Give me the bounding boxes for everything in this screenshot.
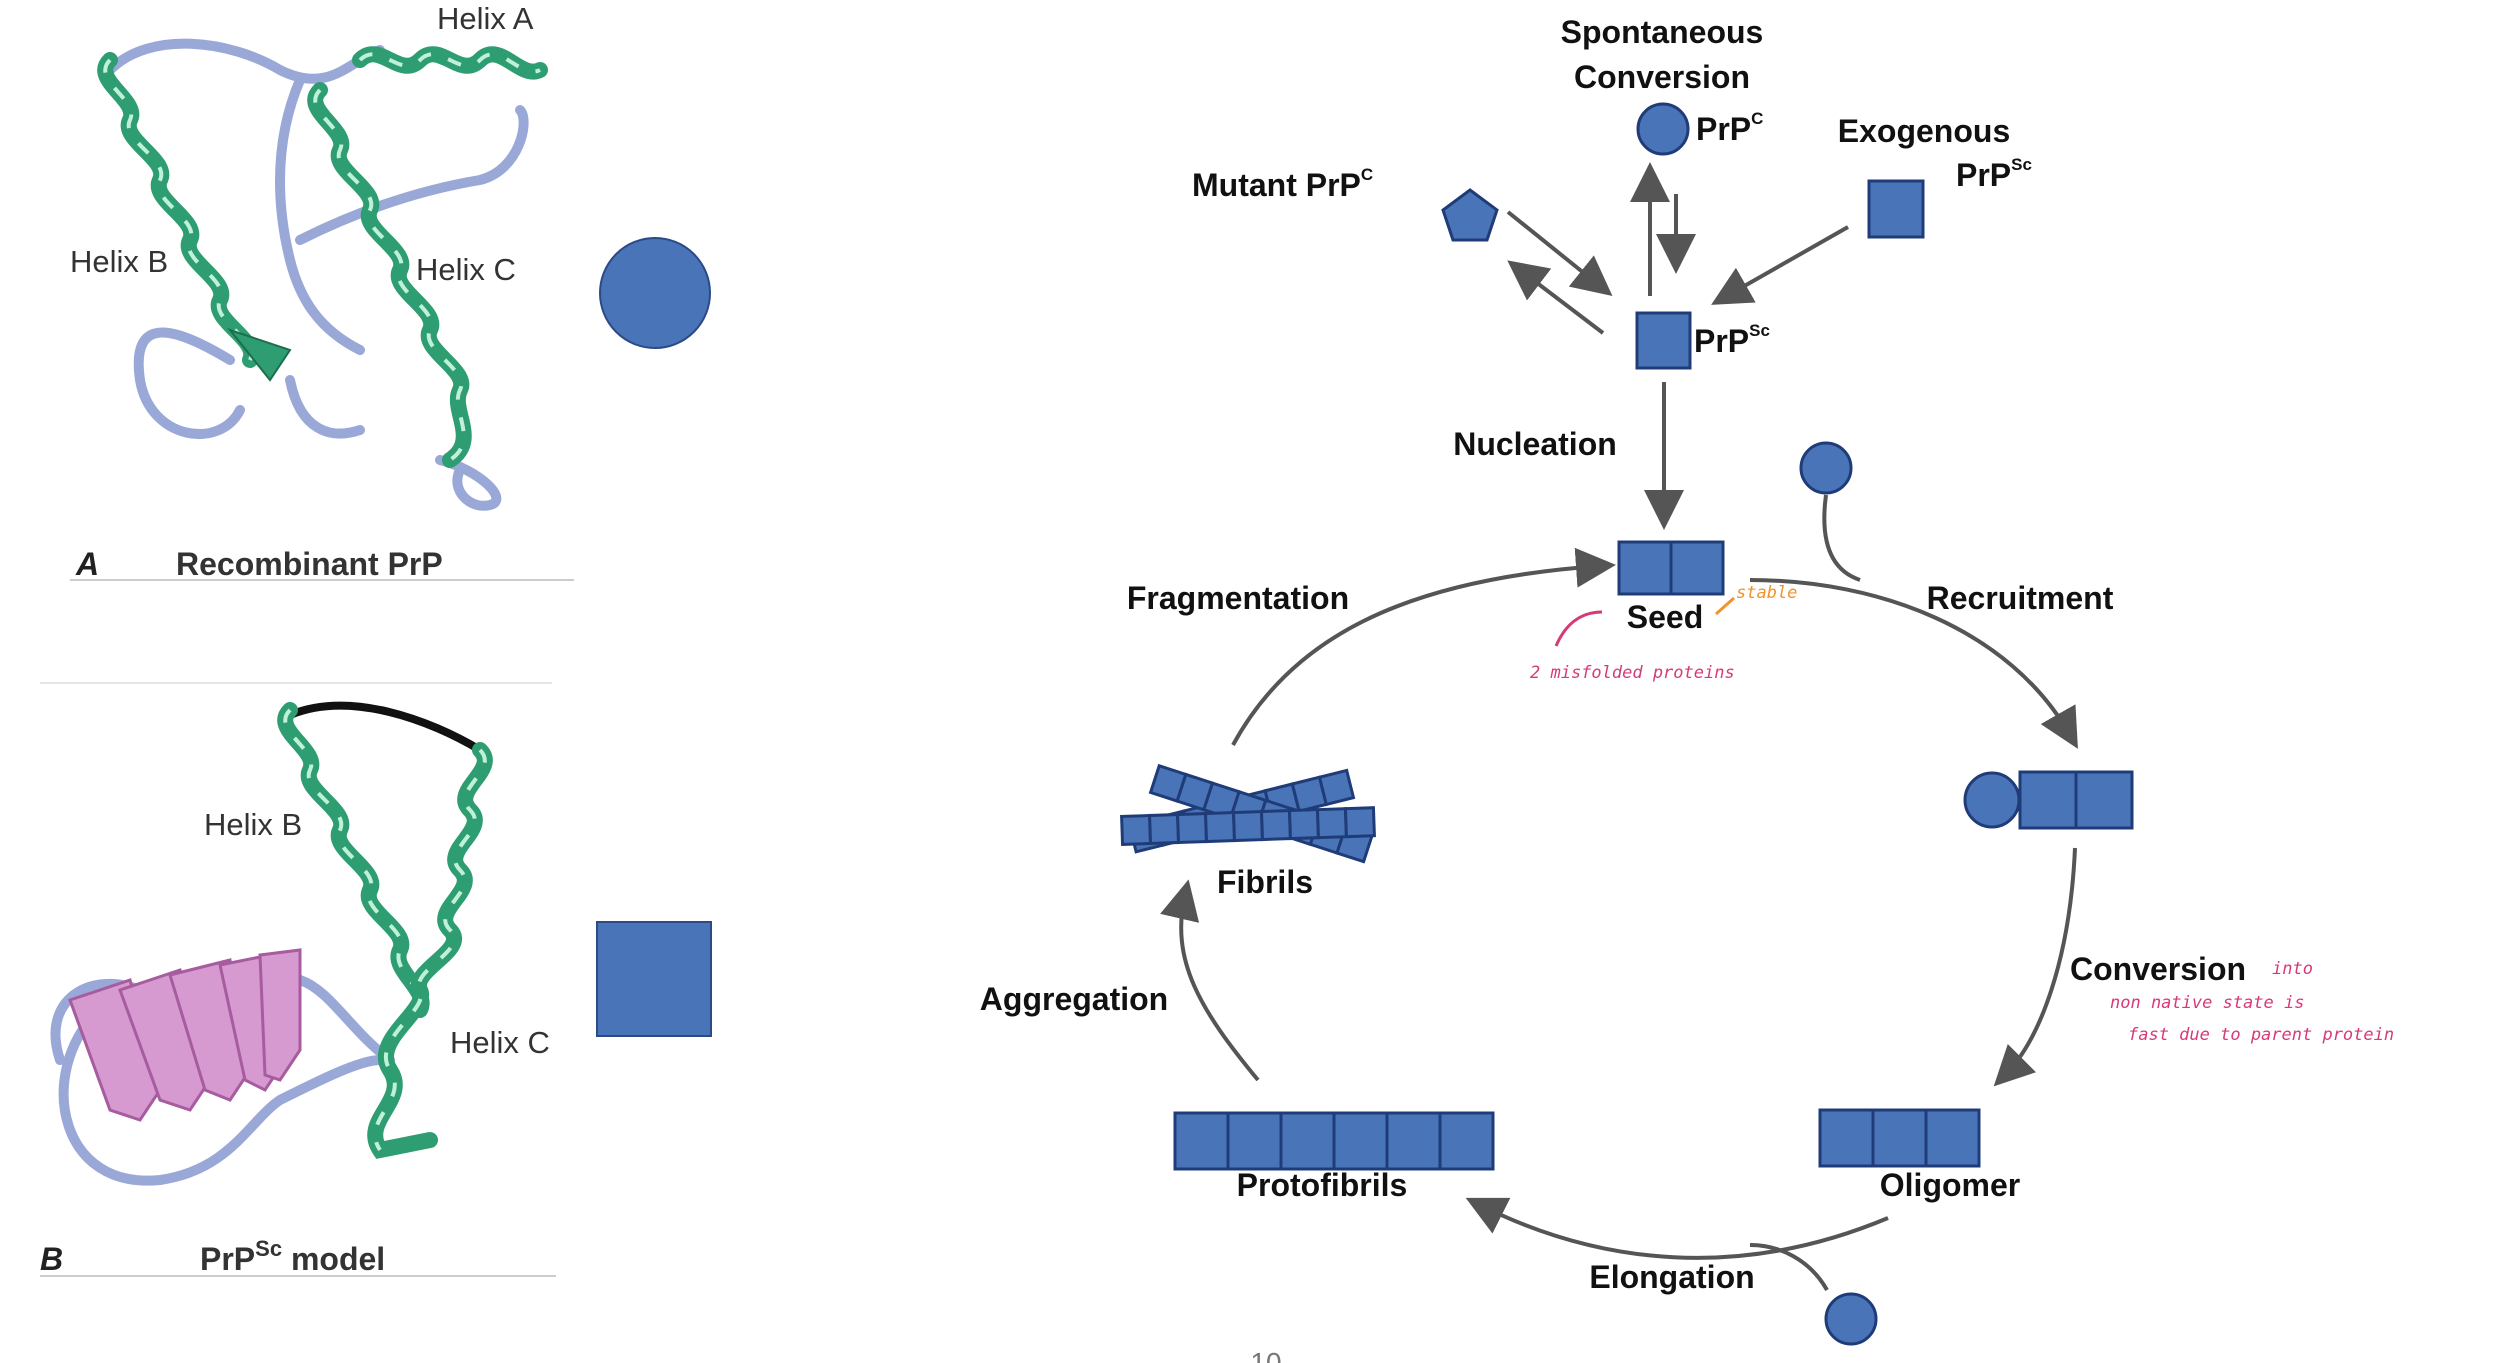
oligomer-square-1 [1818, 1108, 1875, 1168]
conversion-note-3: fast due to parent protein [2128, 1025, 2394, 1045]
prpc-spontaneous-circle [1636, 102, 1690, 156]
panel-b-letter: B [40, 1241, 63, 1277]
protofibrils-label: Protofibrils [1237, 1167, 1408, 1203]
aggregation-arrow [1160, 879, 1260, 1082]
helix-b-label-b: Helix B [204, 807, 302, 842]
helix-c-highlight-b [373, 748, 487, 1152]
mutant-prpc-pentagon [1441, 188, 1499, 242]
mutant-prpc-label: Mutant PrPC [1192, 165, 1373, 203]
recruited-monomer [1963, 771, 2021, 829]
fibril-block [1259, 809, 1293, 842]
panel-a-loop [133, 327, 245, 439]
fibril-block [1343, 806, 1376, 839]
misfolded-note: 2 misfolded proteins [1530, 663, 1735, 683]
seed-label: Seed [1627, 599, 1703, 635]
conversion-top-label: Conversion [1574, 59, 1750, 95]
fibril-block [1148, 812, 1181, 846]
panel-a-letter: A [75, 546, 99, 582]
recruitment-label: Recruitment [1927, 580, 2114, 616]
recruited-square-1 [2018, 770, 2078, 830]
panel-a-loop [435, 455, 502, 511]
panel-a-loop [275, 75, 365, 355]
conversion-note-2: non native state is [2110, 993, 2304, 1013]
stable-note: stable [1736, 583, 1797, 603]
helix-b-label-a: Helix B [70, 244, 168, 279]
seed-square-2 [1669, 540, 1725, 596]
nucleation-label: Nucleation [1453, 426, 1617, 462]
exogenous-label: Exogenous [1838, 113, 2010, 149]
oligomer-square-3 [1924, 1108, 1981, 1168]
panel-a-structure [97, 38, 548, 511]
fibrils-shape [1120, 763, 1376, 864]
recruitment-arrow [1749, 578, 2078, 749]
panel-a-caption: Recombinant PrP [176, 546, 443, 582]
panel-a-loop [105, 38, 385, 84]
conversion-note-1: into [2272, 959, 2313, 979]
fibril-block [1120, 813, 1153, 847]
stable-pointer [1715, 596, 1735, 616]
fragmentation-label: Fragmentation [1127, 580, 1349, 616]
panel-b-disordered-loop [286, 701, 484, 754]
elongation-label: Elongation [1589, 1259, 1754, 1295]
panel-b-caption: PrPSc model [200, 1236, 385, 1277]
protofibril-square-6 [1438, 1111, 1495, 1171]
misfolded-pointer [1554, 610, 1603, 647]
protofibril-square-1 [1173, 1111, 1230, 1171]
fibril-block [1203, 811, 1237, 844]
page-number: 10 [1250, 1347, 1281, 1363]
oligomer-square-2 [1871, 1108, 1928, 1168]
oligomer-label: Oligomer [1880, 1167, 2020, 1203]
center-prpsc-square [1635, 311, 1692, 370]
panel-a-loop [285, 375, 365, 439]
arrow-exogenous-to-prpsc [1711, 225, 1849, 305]
panel-a-loop [295, 105, 529, 245]
fibril-block [1315, 807, 1348, 840]
helix-c-label-b: Helix C [450, 1025, 550, 1060]
elongation-feed-line [1749, 1243, 1829, 1291]
panel-b-loop [58, 1015, 385, 1186]
fragmentation-arrow [1231, 547, 1616, 746]
protofibril-square-5 [1385, 1111, 1442, 1171]
recruited-square-2 [2074, 770, 2134, 830]
prpc-label: PrPC [1696, 109, 1763, 147]
helix-b-highlight-b [283, 708, 424, 1011]
recruitment-monomer [1799, 441, 1853, 495]
elongation-arrow [1465, 1197, 1889, 1260]
protofibril-square-4 [1332, 1111, 1389, 1171]
fibril-block [1176, 811, 1209, 845]
prpc-circle-symbol [599, 237, 711, 349]
exogenous-prpsc-label: PrPSc [1956, 155, 2032, 193]
helix-b-highlight [103, 58, 254, 361]
conversion-arrow [1993, 847, 2077, 1087]
panel-b-structure [50, 701, 493, 1186]
fibril-block [1287, 808, 1320, 841]
panel-a-strand [227, 327, 292, 382]
fibril-block [1317, 768, 1356, 807]
panel-b-loop [295, 975, 395, 1065]
arrow-prpsc-to-mutant [1507, 260, 1605, 335]
fibril-block [1231, 810, 1265, 843]
protofibril-square-3 [1279, 1111, 1336, 1171]
exogenous-prpsc-square [1867, 179, 1925, 239]
fibrils-label: Fibrils [1217, 864, 1313, 900]
helix-c-highlight [313, 88, 466, 462]
elongation-monomer [1824, 1292, 1878, 1346]
conversion-label: Conversion [2070, 951, 2246, 987]
helix-a-label: Helix A [437, 1, 534, 36]
aggregation-label: Aggregation [980, 981, 1168, 1017]
beta-sheet [258, 948, 302, 1082]
center-prpsc-label: PrPSc [1694, 321, 1770, 359]
seed-square-1 [1617, 540, 1673, 596]
spontaneous-label: Spontaneous [1561, 14, 1764, 50]
arrow-mutant-to-prpsc [1506, 210, 1613, 297]
recruitment-feed-line [1822, 494, 1861, 582]
prpsc-square-symbol [596, 921, 712, 1037]
protofibril-square-2 [1226, 1111, 1283, 1171]
helix-c-label-a: Helix C [416, 252, 516, 287]
helix-a-highlight [358, 52, 541, 74]
helix-b-ribbon [97, 52, 260, 368]
